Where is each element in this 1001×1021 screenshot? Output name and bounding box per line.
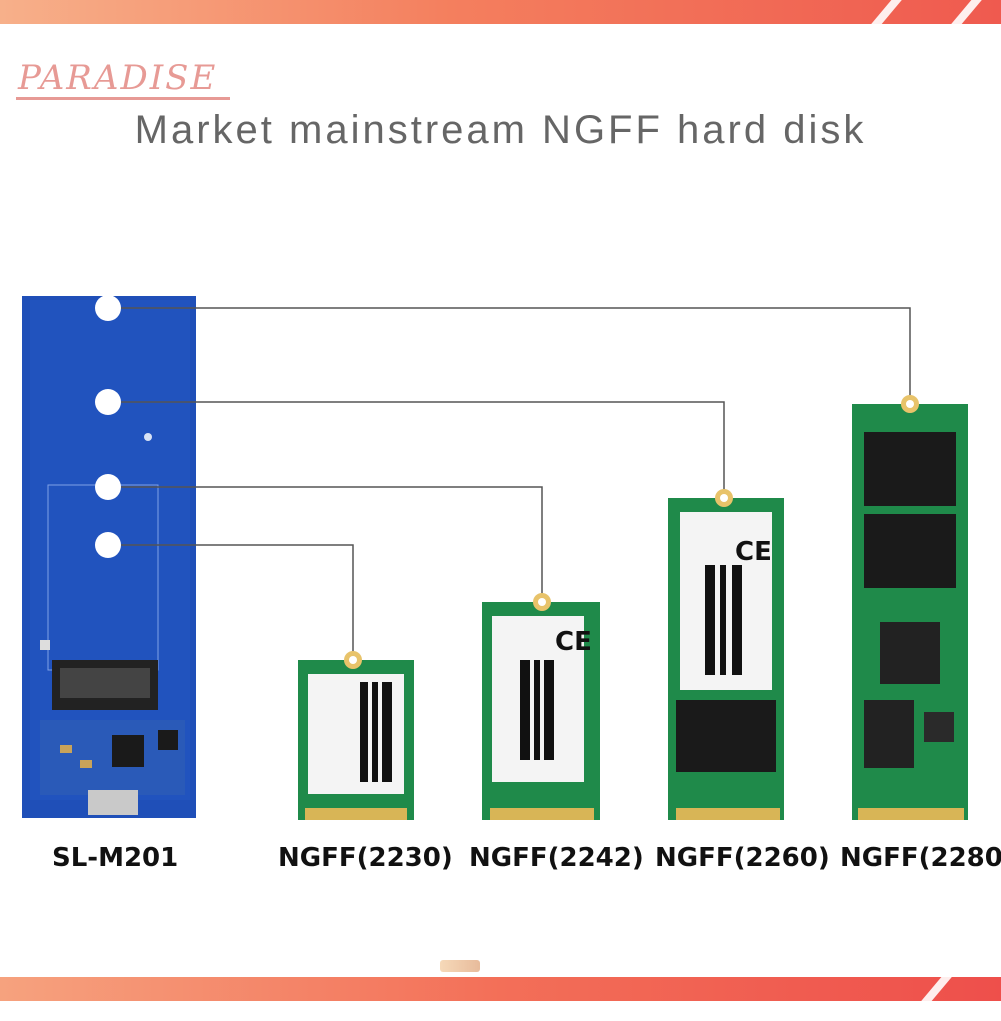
bottom-decorative-band bbox=[0, 962, 1001, 1021]
product-label-ngff-2230: NGFF(2230) bbox=[278, 843, 453, 873]
ssd-2242: CE bbox=[482, 593, 600, 820]
top-decorative-band bbox=[0, 0, 1001, 45]
adapter-board bbox=[22, 295, 196, 818]
product-label-ngff-2242: NGFF(2242) bbox=[469, 843, 644, 873]
product-label-ngff-2260: NGFF(2260) bbox=[655, 843, 830, 873]
connector-lines bbox=[121, 307, 911, 655]
product-label-sl-m201: SL-M201 bbox=[52, 843, 179, 873]
svg-text:CE: CE bbox=[555, 627, 592, 657]
product-label-ngff-2280: NGFF(2280) bbox=[840, 843, 1001, 873]
svg-text:CE: CE bbox=[735, 537, 772, 567]
ssd-2230 bbox=[298, 651, 414, 820]
page-title: Market mainstream NGFF hard disk bbox=[134, 108, 867, 152]
ssd-2280 bbox=[852, 395, 968, 820]
brand-logo: PARADISE bbox=[18, 58, 218, 98]
ssd-2260: CE bbox=[668, 489, 784, 820]
brand-underline bbox=[16, 97, 230, 100]
bottom-decoration bbox=[440, 960, 480, 972]
